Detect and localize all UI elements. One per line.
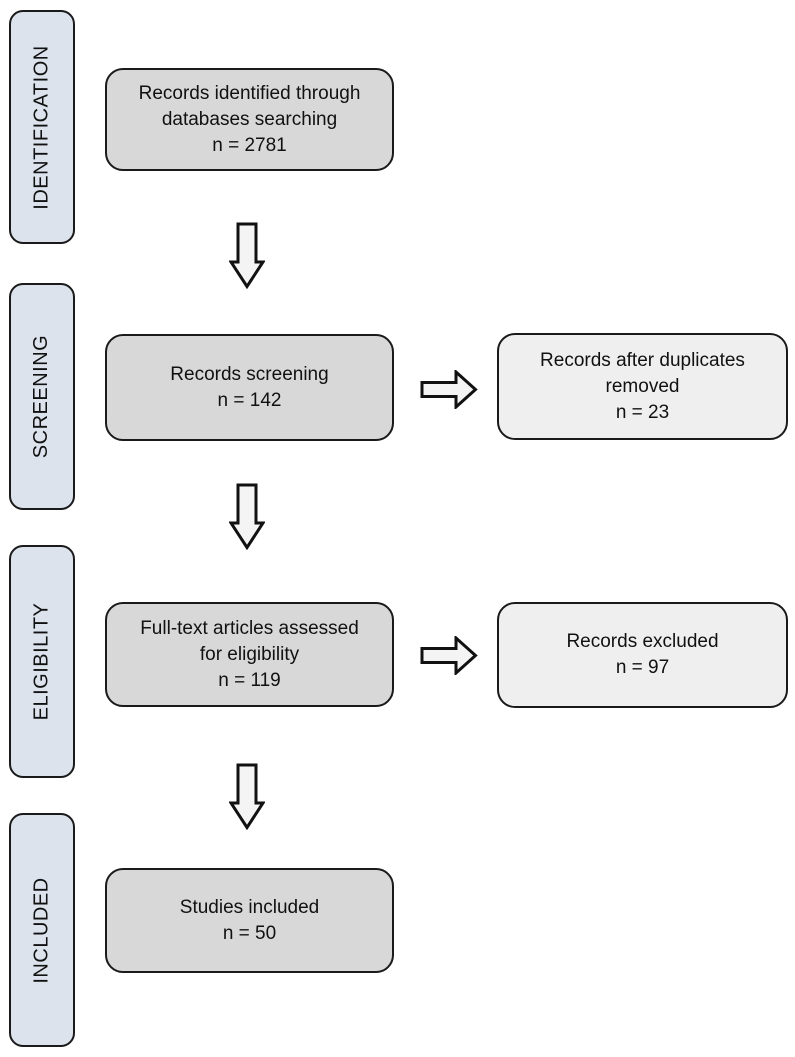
box-records-identified: Records identified through databases sea…: [105, 68, 394, 171]
box-studies-included: Studies included n = 50: [105, 868, 394, 973]
box-records-identified-label: Records identified through databases sea…: [138, 82, 361, 130]
stage-identification: IDENTIFICATION: [9, 10, 75, 244]
box-fulltext-assessed-label: Full-text articles assessed for eligibil…: [140, 617, 359, 665]
down-arrow-icon: [229, 222, 265, 289]
box-studies-included-count: n = 50: [222, 922, 277, 944]
stage-eligibility: ELIGIBILITY: [9, 545, 75, 778]
down-arrow-icon: [229, 483, 265, 550]
stage-screening-label: SCREENING: [30, 334, 53, 459]
box-records-screening: Records screening n = 142: [105, 334, 394, 441]
stage-eligibility-label: ELIGIBILITY: [30, 602, 53, 721]
box-records-excluded-label: Records excluded: [566, 631, 719, 652]
box-fulltext-assessed: Full-text articles assessed for eligibil…: [105, 602, 394, 707]
box-duplicates-removed-label: Records after duplicates removed: [540, 349, 745, 397]
box-duplicates-removed-count: n = 23: [615, 401, 670, 423]
box-duplicates-removed: Records after duplicates removed n = 23: [497, 333, 788, 440]
box-studies-included-label: Studies included: [179, 896, 320, 918]
box-records-excluded-count: n = 97: [615, 657, 670, 678]
box-fulltext-assessed-count: n = 119: [218, 669, 281, 691]
stage-included: INCLUDED: [9, 813, 75, 1047]
right-arrow-icon: [420, 370, 478, 409]
down-arrow-icon: [229, 763, 265, 830]
stage-screening: SCREENING: [9, 283, 75, 510]
box-records-excluded: Records excluded n = 97: [497, 602, 788, 708]
box-records-identified-count: n = 2781: [212, 134, 287, 156]
right-arrow-icon: [420, 636, 478, 675]
box-records-screening-label: Records screening: [170, 363, 329, 385]
box-records-screening-count: n = 142: [217, 389, 282, 411]
stage-identification-label: IDENTIFICATION: [30, 44, 53, 210]
stage-included-label: INCLUDED: [30, 876, 53, 984]
